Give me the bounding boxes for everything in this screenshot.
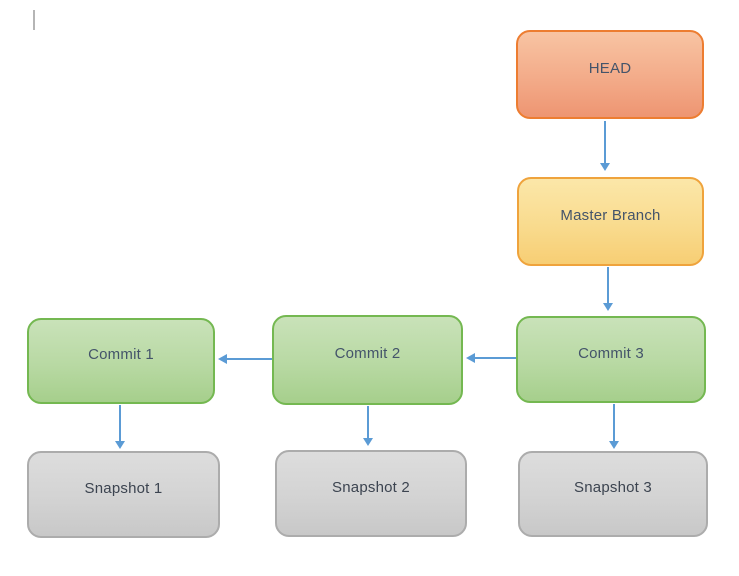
node-commit-2-label: Commit 2 bbox=[334, 345, 401, 362]
node-snapshot-2-label: Snapshot 2 bbox=[332, 478, 410, 496]
arrow-shaft bbox=[607, 267, 609, 303]
arrow-commit2-to-snapshot2[interactable] bbox=[363, 406, 373, 446]
text-cursor bbox=[33, 10, 35, 30]
arrow-shaft bbox=[604, 121, 606, 163]
arrow-shaft bbox=[367, 406, 369, 438]
arrow-shaft bbox=[613, 404, 615, 441]
arrowhead-down-icon bbox=[603, 303, 613, 311]
node-master-branch[interactable]: Master Branch bbox=[517, 177, 704, 266]
node-head-label: HEAD bbox=[588, 59, 632, 77]
node-commit-3[interactable]: Commit 3 bbox=[516, 316, 706, 403]
node-snapshot-3-label: Snapshot 3 bbox=[574, 479, 652, 496]
arrow-commit3-to-snapshot3[interactable] bbox=[609, 404, 619, 449]
node-commit-3-label: Commit 3 bbox=[578, 344, 644, 362]
node-commit-1[interactable]: Commit 1 bbox=[27, 318, 215, 404]
arrow-commit3-to-commit2[interactable] bbox=[466, 353, 516, 363]
arrowhead-down-icon bbox=[363, 438, 373, 446]
arrow-head-to-master[interactable] bbox=[600, 121, 610, 171]
node-snapshot-1[interactable]: Snapshot 1 bbox=[27, 451, 220, 538]
arrow-commit1-to-snapshot1[interactable] bbox=[115, 405, 125, 449]
arrow-shaft bbox=[226, 358, 272, 360]
arrow-shaft bbox=[474, 357, 516, 359]
arrowhead-left-icon bbox=[466, 353, 475, 363]
arrowhead-down-icon bbox=[609, 441, 619, 449]
arrow-shaft bbox=[119, 405, 121, 441]
node-master-branch-label: Master Branch bbox=[560, 206, 661, 224]
node-head[interactable]: HEAD bbox=[516, 30, 704, 119]
node-snapshot-2[interactable]: Snapshot 2 bbox=[275, 450, 467, 537]
arrow-commit2-to-commit1[interactable] bbox=[218, 354, 272, 364]
arrowhead-down-icon bbox=[600, 163, 610, 171]
arrowhead-down-icon bbox=[115, 441, 125, 449]
node-snapshot-1-label: Snapshot 1 bbox=[84, 479, 163, 497]
node-snapshot-3[interactable]: Snapshot 3 bbox=[518, 451, 708, 537]
arrowhead-left-icon bbox=[218, 354, 227, 364]
arrow-master-to-commit3[interactable] bbox=[603, 267, 613, 311]
node-commit-2[interactable]: Commit 2 bbox=[272, 315, 463, 405]
node-commit-1-label: Commit 1 bbox=[88, 346, 154, 363]
